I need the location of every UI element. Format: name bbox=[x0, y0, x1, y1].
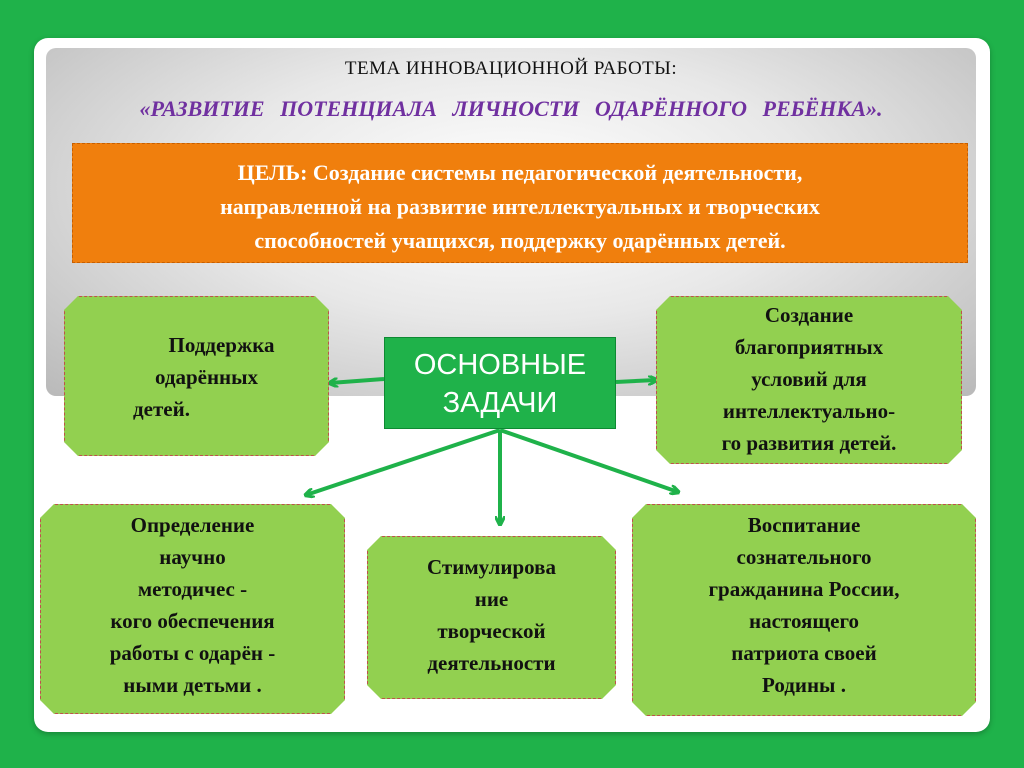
topic-subtitle: «РАЗВИТИЕ ПОТЕНЦИАЛА ЛИЧНОСТИ ОДАРЁННОГО… bbox=[139, 96, 883, 121]
task-line: детей. bbox=[133, 397, 190, 421]
main-tasks-line: ЗАДАЧИ bbox=[442, 387, 558, 419]
task-line: ными детьми . bbox=[123, 673, 262, 697]
task-line: Создание bbox=[764, 303, 854, 327]
task-line: интеллектуально- bbox=[722, 399, 896, 423]
task-line: одарённых bbox=[154, 365, 259, 389]
task-line: работы с одарён - bbox=[109, 641, 276, 665]
main-tasks-box: ОСНОВНЫЕ ЗАДАЧИ bbox=[384, 337, 616, 429]
task-methodology-box: Определение научно методичес - кого обес… bbox=[40, 504, 345, 714]
task-line: настоящего bbox=[749, 609, 859, 633]
task-line: научно bbox=[159, 545, 226, 569]
arrow-to-methodology bbox=[306, 428, 501, 495]
task-conditions-box: Создание благоприятных условий для интел… bbox=[656, 296, 962, 464]
task-line: Определение bbox=[130, 513, 255, 537]
task-line: сознательного bbox=[736, 545, 872, 569]
task-line: кого обеспечения bbox=[110, 609, 275, 633]
topic-title: ТЕМА ИННОВАЦИОННОЙ РАБОТЫ: bbox=[344, 58, 678, 79]
task-line: Воспитание bbox=[747, 513, 861, 537]
task-line: благоприятных bbox=[734, 335, 884, 359]
task-line: Поддержка bbox=[168, 333, 275, 357]
task-line: творческой bbox=[437, 619, 546, 643]
task-line: условий для bbox=[751, 367, 867, 391]
goal-line: способностей учащихся, поддержку одарённ… bbox=[254, 228, 786, 253]
arrow-to-conditions bbox=[615, 380, 656, 382]
task-line: методичес - bbox=[137, 577, 248, 601]
task-line: ние bbox=[474, 587, 509, 611]
task-support-box: Поддержка одарённых детей. bbox=[64, 296, 329, 456]
arrow-to-upbringing bbox=[499, 428, 678, 492]
task-line: гражданина России, bbox=[708, 577, 900, 601]
task-line: деятельности bbox=[427, 651, 556, 675]
task-line: патриота своей bbox=[731, 641, 877, 665]
goal-box: ЦЕЛЬ: Создание системы педагогической де… bbox=[72, 143, 968, 263]
task-line: Родины . bbox=[762, 673, 846, 697]
task-line: го развития детей. bbox=[721, 431, 897, 455]
task-upbringing-box: Воспитание сознательного гражданина Росс… bbox=[632, 504, 976, 716]
task-line: Стимулирова bbox=[427, 555, 556, 579]
goal-line: ЦЕЛЬ: Создание системы педагогической де… bbox=[237, 160, 803, 185]
task-stimulation-box: Стимулирова ние творческой деятельности bbox=[367, 536, 616, 699]
goal-line: направленной на развитие интеллектуальны… bbox=[220, 194, 820, 219]
main-tasks-line: ОСНОВНЫЕ bbox=[413, 349, 587, 381]
arrow-to-support bbox=[330, 377, 385, 383]
